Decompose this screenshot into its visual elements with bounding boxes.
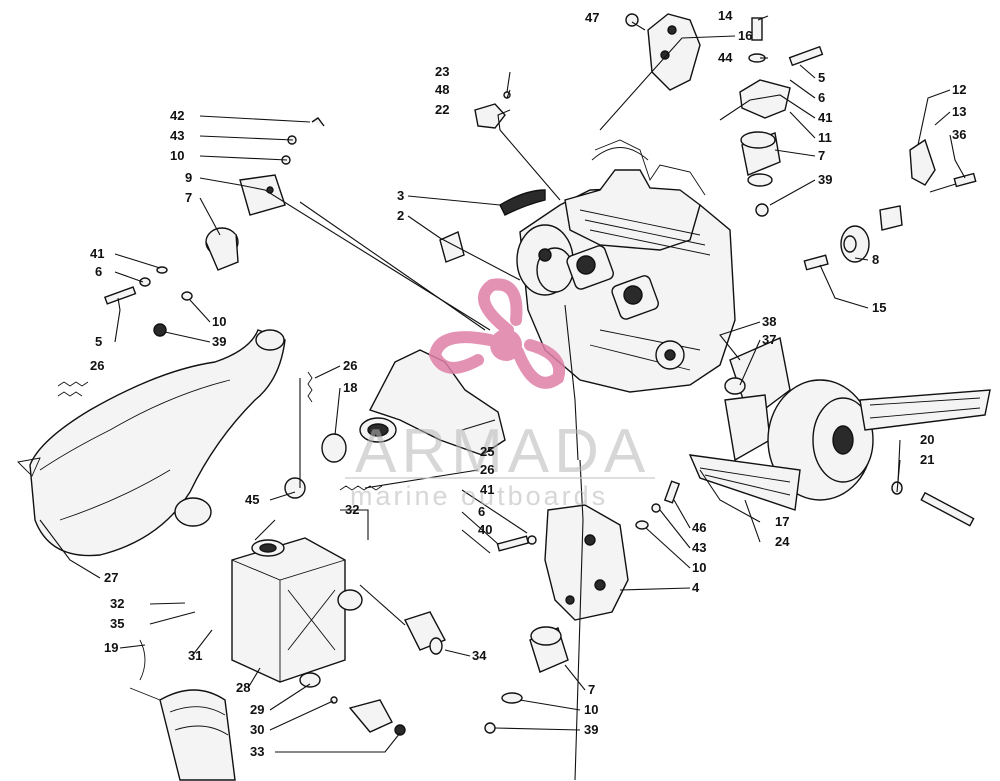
callout-31: 31 <box>188 648 202 663</box>
callout-38: 38 <box>762 314 776 329</box>
callout-26: 26 <box>480 462 494 477</box>
callout-39: 39 <box>212 334 226 349</box>
callout-30: 30 <box>250 722 264 737</box>
watermark: ARMADA marine outboards <box>345 278 655 511</box>
heat-shield <box>129 639 236 781</box>
propeller-logo <box>428 278 566 389</box>
callout-17: 17 <box>775 514 789 529</box>
left-mount-assembly <box>103 117 325 337</box>
callout-25: 25 <box>480 444 494 459</box>
callout-16: 16 <box>738 28 752 43</box>
engine-bracket-4 <box>496 504 629 621</box>
callout-39: 39 <box>818 172 832 187</box>
callout-11: 11 <box>818 130 832 145</box>
callout-8: 8 <box>872 252 879 267</box>
callout-32: 32 <box>345 502 359 517</box>
watermark-tagline: marine outboards <box>350 481 608 511</box>
propeller-blade-top <box>478 278 523 336</box>
propeller-blade-right <box>512 339 566 389</box>
callout-labels: 47 16 14 44 5 6 41 11 7 39 12 13 36 8 15… <box>90 8 966 759</box>
callout-10: 10 <box>170 148 184 163</box>
callout-6: 6 <box>95 264 102 279</box>
springs <box>57 371 383 491</box>
right-shaft-assembly <box>803 138 977 271</box>
callout-34: 34 <box>472 648 487 663</box>
callout-39: 39 <box>584 722 598 737</box>
rubber-mount-top <box>740 131 781 217</box>
callout-4: 4 <box>692 580 700 595</box>
bracket-34 <box>404 611 446 655</box>
rubber-mount-bottom <box>484 626 569 734</box>
watermark-brand: ARMADA <box>355 417 650 486</box>
callout-43: 43 <box>170 128 184 143</box>
exhaust-pipe <box>17 329 286 557</box>
callout-10: 10 <box>212 314 226 329</box>
callout-23: 23 <box>435 64 449 79</box>
engine-assembly <box>516 139 736 393</box>
callout-6: 6 <box>818 90 825 105</box>
callout-41: 41 <box>818 110 832 125</box>
muffler-box <box>231 537 406 736</box>
callout-35: 35 <box>110 616 124 631</box>
callout-43: 43 <box>692 540 706 555</box>
mount-bracket <box>739 17 824 119</box>
callout-9: 9 <box>185 170 192 185</box>
callout-26: 26 <box>343 358 357 373</box>
callout-10: 10 <box>584 702 598 717</box>
callout-27: 27 <box>104 570 118 585</box>
drive-clutch <box>688 337 991 527</box>
callout-6: 6 <box>478 504 485 519</box>
callout-41: 41 <box>480 482 494 497</box>
callout-48: 48 <box>435 82 449 97</box>
callout-32: 32 <box>110 596 124 611</box>
callout-20: 20 <box>920 432 934 447</box>
callout-28: 28 <box>236 680 250 695</box>
callout-5: 5 <box>95 334 102 349</box>
callout-26: 26 <box>90 358 104 373</box>
propeller-hub <box>490 329 522 361</box>
callout-7: 7 <box>818 148 825 163</box>
callout-21: 21 <box>920 452 934 467</box>
callout-33: 33 <box>250 744 264 759</box>
callout-42: 42 <box>170 108 184 123</box>
callout-14: 14 <box>718 8 733 23</box>
leader-lines <box>39 15 966 781</box>
callout-29: 29 <box>250 702 264 717</box>
callout-19: 19 <box>104 640 118 655</box>
parts-drawings <box>17 13 991 781</box>
callout-18: 18 <box>343 380 357 395</box>
callout-10: 10 <box>692 560 706 575</box>
callout-5: 5 <box>818 70 825 85</box>
callout-47: 47 <box>585 10 599 25</box>
callout-24: 24 <box>775 534 790 549</box>
callout-37: 37 <box>762 332 776 347</box>
callout-7: 7 <box>588 682 595 697</box>
callout-45: 45 <box>245 492 259 507</box>
callout-2: 2 <box>397 208 404 223</box>
callout-46: 46 <box>692 520 706 535</box>
callout-41: 41 <box>90 246 104 261</box>
callout-12: 12 <box>952 82 966 97</box>
engine-small-parts <box>439 91 546 263</box>
callout-15: 15 <box>872 300 886 315</box>
callout-7: 7 <box>185 190 192 205</box>
engine-mount-plate <box>625 13 701 91</box>
propeller-blade-left <box>428 331 496 374</box>
callout-40: 40 <box>478 522 492 537</box>
callout-36: 36 <box>952 127 966 142</box>
callout-13: 13 <box>952 104 966 119</box>
bolts-right-bracket <box>635 480 681 530</box>
callout-44: 44 <box>718 50 733 65</box>
callout-22: 22 <box>435 102 449 117</box>
callout-3: 3 <box>397 188 404 203</box>
